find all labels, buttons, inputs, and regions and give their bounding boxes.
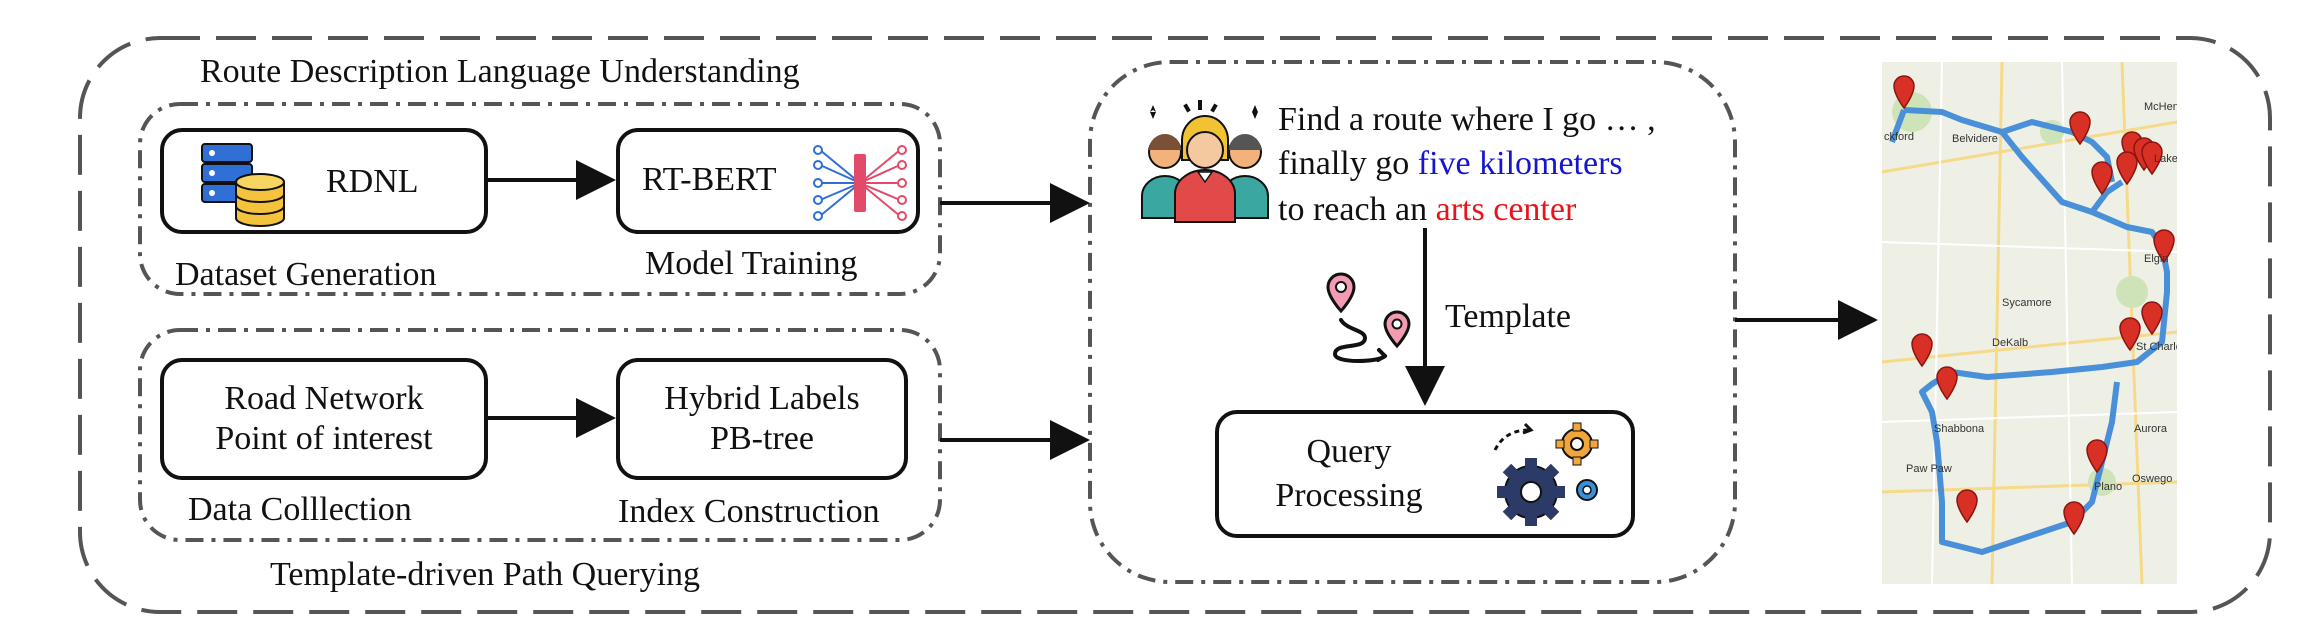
index-construction-caption: Index Construction bbox=[618, 493, 880, 530]
map-label: DeKalb bbox=[1992, 337, 2028, 349]
dataset-generation-caption: Dataset Generation bbox=[175, 256, 437, 293]
model-training-caption: Model Training bbox=[645, 245, 858, 282]
route-map: ckford Belvidere McHen Lake Elgin Sycamo… bbox=[1882, 62, 2177, 584]
query-label: Query bbox=[1306, 433, 1392, 470]
map-label: McHen bbox=[2144, 101, 2177, 113]
map-label: St Charles bbox=[2136, 341, 2177, 353]
map-label: ckford bbox=[1884, 131, 1914, 143]
road-network-box: Road Network Point of interest bbox=[160, 358, 488, 480]
map-label: Lake bbox=[2154, 153, 2177, 165]
rdnl-label: RDNL bbox=[326, 163, 419, 200]
map-label: Sycamore bbox=[2002, 297, 2052, 309]
query-processing-box: Query Processing bbox=[1215, 410, 1635, 538]
query-frame bbox=[1088, 60, 1737, 584]
rt-bert-label: RT-BERT bbox=[642, 161, 777, 198]
hybrid-labels-label: Hybrid Labels bbox=[664, 380, 860, 417]
point-of-interest-label: Point of interest bbox=[215, 420, 433, 457]
template-label: Template bbox=[1445, 298, 1572, 335]
gears-icon bbox=[1493, 422, 1599, 526]
rt-bert-box: RT-BERT bbox=[616, 128, 920, 234]
querying-frame bbox=[138, 328, 942, 542]
road-network-label: Road Network bbox=[224, 380, 424, 417]
understanding-title: Route Description Language Understanding bbox=[200, 53, 800, 90]
map-label: Belvidere bbox=[1952, 133, 1998, 145]
rdnl-box: RDNL bbox=[160, 128, 488, 234]
map-label: Elgin bbox=[2144, 253, 2168, 265]
distance-highlight: five kilometers bbox=[1417, 145, 1623, 182]
outer-frame bbox=[78, 36, 2272, 614]
pb-tree-label: PB-tree bbox=[710, 420, 814, 457]
hybrid-labels-box: Hybrid Labels PB-tree bbox=[616, 358, 908, 480]
map-label: Paw Paw bbox=[1906, 463, 1952, 475]
map-canvas: ckford Belvidere McHen Lake Elgin Sycamo… bbox=[1882, 62, 2177, 584]
map-label: Shabbona bbox=[1934, 423, 1985, 435]
query-processing-text: Query Processing bbox=[1269, 430, 1429, 518]
querying-title: Template-driven Path Querying bbox=[270, 556, 701, 593]
understanding-frame bbox=[138, 102, 942, 296]
data-collection-caption: Data Colllection bbox=[188, 491, 412, 528]
people-icon bbox=[1141, 100, 1269, 223]
query-line3: to reach an arts center bbox=[1278, 190, 1576, 230]
poi-highlight: arts center bbox=[1435, 191, 1577, 228]
query-line2-prefix: finally go bbox=[1278, 145, 1418, 182]
map-label: Aurora bbox=[2134, 423, 2168, 435]
map-label: Oswego bbox=[2132, 473, 2172, 485]
query-line1: Find a route where I go … , bbox=[1278, 101, 1656, 138]
processing-label: Processing bbox=[1275, 477, 1423, 514]
database-icon bbox=[201, 143, 285, 227]
query-line3-prefix: to reach an bbox=[1278, 191, 1436, 228]
map-label: Plano bbox=[2094, 481, 2122, 493]
neural-network-icon bbox=[813, 145, 907, 221]
route-pin-icon bbox=[1326, 272, 1411, 363]
query-line2: finally go five kilometers bbox=[1278, 144, 1623, 184]
